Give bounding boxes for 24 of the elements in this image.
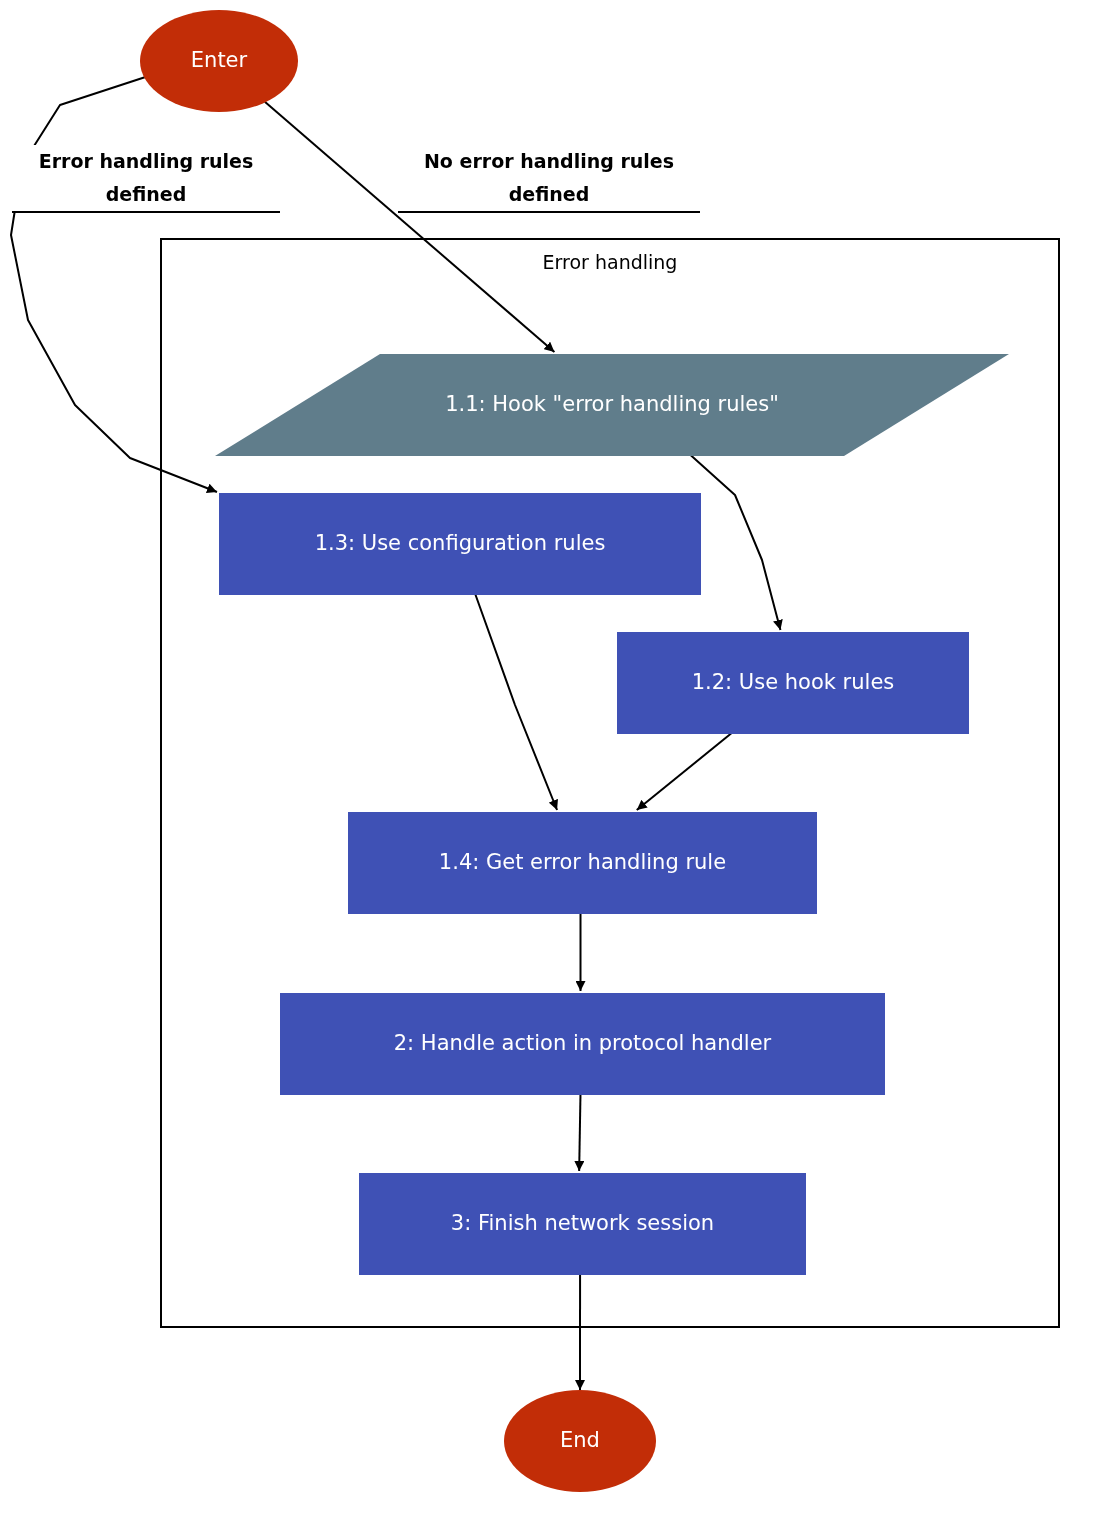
- node-label: 1.3: Use configuration rules: [314, 530, 606, 558]
- group-frame: [160, 238, 1060, 1328]
- arrow: [575, 1272, 585, 1391]
- group-title: Error handling: [541, 250, 679, 275]
- process-box: [219, 493, 701, 595]
- arrow: [473, 592, 559, 811]
- data-parallelogram: [215, 354, 1009, 456]
- arrow: [635, 731, 734, 811]
- arrow: [688, 453, 783, 631]
- arrow: [263, 100, 556, 353]
- node-label: 1.1: Hook "error handling rules": [445, 391, 779, 419]
- arrow: [575, 911, 586, 992]
- node-label: 3: Finish network session: [450, 1210, 715, 1238]
- process-box: [359, 1173, 806, 1275]
- node-label: 2: Handle action in protocol handler: [393, 1030, 772, 1058]
- process-box: [617, 632, 969, 734]
- node-label: 1.4: Get error handling rule: [438, 849, 727, 877]
- process-box: [348, 812, 817, 914]
- arrow: [574, 1092, 585, 1172]
- process-box: [280, 993, 885, 1095]
- node-label: End: [560, 1427, 600, 1455]
- edge-label: Error handling rules defined: [12, 145, 280, 213]
- node-label: Enter: [190, 47, 248, 75]
- node-label: 1.2: Use hook rules: [691, 669, 895, 697]
